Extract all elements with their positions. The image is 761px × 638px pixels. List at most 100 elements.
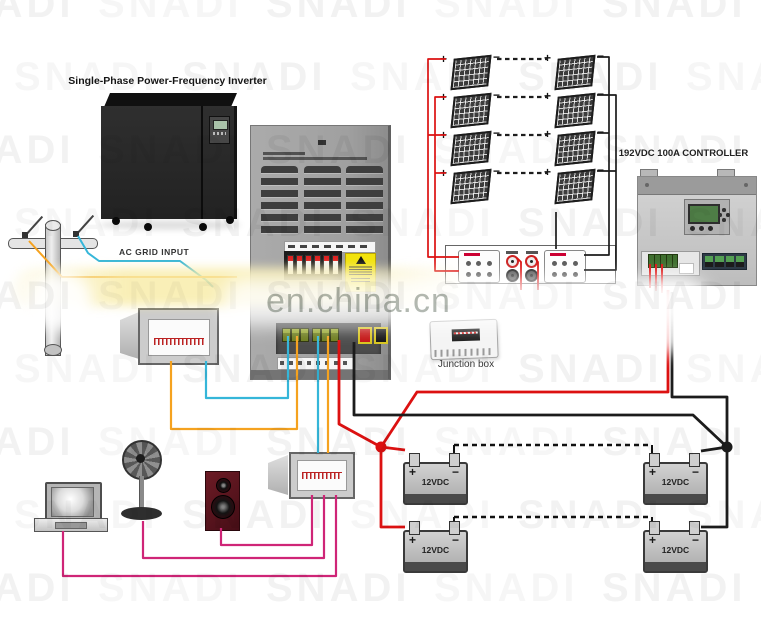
terminal-dot bbox=[551, 272, 557, 277]
terminal-dot bbox=[487, 261, 493, 266]
controller-button bbox=[708, 226, 713, 231]
wire-dc-pos-inverter bbox=[337, 340, 382, 449]
controller-body bbox=[637, 176, 757, 286]
pole-insulator bbox=[22, 232, 28, 238]
wire-dc-neg-controller bbox=[670, 292, 729, 447]
pv-minus-sign: − bbox=[597, 163, 605, 177]
battery-3: + − 12VDC bbox=[403, 521, 468, 573]
load-box-breaker-row bbox=[302, 472, 342, 479]
wall-box-inner-panel bbox=[148, 319, 210, 356]
battery-post-negative bbox=[449, 453, 460, 467]
battery-post-positive bbox=[649, 521, 660, 535]
fan-hub bbox=[136, 454, 145, 463]
load-box-inner-panel bbox=[297, 460, 347, 491]
wire-dc-neg-battery4 bbox=[701, 447, 729, 529]
ac-grid-input-label: AC GRID INPUT bbox=[119, 247, 190, 257]
aux-terminal-cell bbox=[705, 256, 714, 267]
junction-box-label: Junction box bbox=[437, 359, 495, 370]
cabinet-wheel bbox=[199, 223, 207, 231]
battery-post-positive bbox=[409, 521, 420, 535]
wall-box-door bbox=[120, 312, 139, 359]
wire-dc-neg-inverter bbox=[352, 342, 728, 449]
panel-logo bbox=[318, 140, 326, 145]
battery-voltage-label: 12VDC bbox=[661, 477, 690, 487]
combiner-block-left bbox=[458, 250, 500, 283]
pv-minus-sign: − bbox=[493, 88, 501, 102]
battery-post-negative bbox=[689, 453, 700, 467]
battery-base bbox=[405, 562, 466, 571]
battery-minus-sign: − bbox=[451, 465, 459, 479]
panel-vent-column bbox=[261, 166, 298, 237]
warning-triangle-icon bbox=[355, 256, 366, 264]
cabinet-seam bbox=[201, 106, 203, 219]
mc4-connector-positive bbox=[506, 255, 519, 268]
terminal-dot bbox=[573, 272, 579, 277]
fan-stand bbox=[139, 476, 144, 510]
main-panel bbox=[250, 125, 391, 380]
pv-minus-sign: − bbox=[597, 125, 605, 139]
battery-plus-sign: + bbox=[409, 533, 417, 547]
load-box-door bbox=[268, 455, 288, 495]
controller-display-module bbox=[684, 199, 730, 235]
terminal-green bbox=[330, 328, 339, 342]
controller-button bbox=[699, 226, 704, 231]
battery-2: + − 12VDC bbox=[643, 453, 708, 505]
controller-dpad-dot bbox=[718, 213, 722, 217]
terminal-dot bbox=[562, 272, 568, 277]
pv-bus-positive-2 bbox=[434, 96, 459, 272]
pv-minus-sign: − bbox=[493, 50, 501, 64]
mc4-label-bar bbox=[526, 251, 538, 254]
combiner-block-right bbox=[544, 250, 586, 283]
cabinet-top bbox=[104, 93, 237, 107]
panel-bottom-edge bbox=[251, 370, 388, 379]
battery-base bbox=[645, 494, 706, 503]
wire-ac-live-wallbox bbox=[204, 336, 290, 400]
battery-voltage-label: 12VDC bbox=[421, 477, 450, 487]
aux-terminal-cell bbox=[735, 256, 744, 267]
aux-terminal-cell bbox=[725, 256, 734, 267]
diagram-title: Single-Phase Power-Frequency Inverter bbox=[68, 75, 267, 87]
pv-bus-negative-1 bbox=[584, 56, 610, 256]
fan-base bbox=[121, 507, 162, 520]
cabinet-display bbox=[209, 116, 230, 144]
inverter-cabinet bbox=[95, 90, 245, 235]
panel-text-bar bbox=[263, 152, 305, 155]
battery-1: + − 12VDC bbox=[403, 453, 468, 505]
terminal-dot bbox=[465, 272, 471, 277]
pole-base bbox=[44, 344, 62, 356]
terminal-green bbox=[312, 328, 321, 342]
cabinet-wheel bbox=[144, 223, 152, 231]
controller-screw bbox=[645, 183, 649, 187]
cabinet-wheel bbox=[112, 217, 120, 225]
wire-load-speaker bbox=[219, 495, 314, 547]
controller-screw bbox=[744, 183, 748, 187]
terminal-dot bbox=[476, 261, 482, 266]
terminal-green bbox=[282, 328, 291, 342]
mc4-jumper bbox=[516, 257, 522, 290]
battery-plus-sign: + bbox=[649, 533, 657, 547]
controller-wiring-recess bbox=[641, 251, 700, 276]
battery-post-negative bbox=[689, 521, 700, 535]
terminal-green bbox=[321, 328, 330, 342]
strip-text-bar bbox=[288, 245, 370, 248]
terminal-dot bbox=[562, 261, 568, 266]
panel-vent-column bbox=[346, 166, 383, 237]
terminal-dc-positive bbox=[358, 327, 372, 344]
terminal-dot bbox=[551, 261, 557, 266]
cabinet-shadow bbox=[99, 220, 241, 230]
computer-keyboard-tray bbox=[34, 518, 108, 532]
battery-plus-sign: + bbox=[649, 465, 657, 479]
wire-load-fan bbox=[141, 495, 326, 560]
block-label-bar bbox=[550, 253, 566, 256]
wire-ac-neutral-pole bbox=[28, 240, 237, 278]
controller-top-band bbox=[638, 177, 756, 195]
keyboard-slot bbox=[55, 522, 87, 529]
pv-minus-sign: − bbox=[597, 49, 605, 63]
battery-plus-sign: + bbox=[409, 465, 417, 479]
terminal-dot bbox=[465, 261, 471, 266]
wire-ac-live-pole bbox=[77, 235, 214, 288]
pv-bus-positive-1 bbox=[427, 58, 459, 258]
panel-vent-column bbox=[304, 166, 341, 237]
